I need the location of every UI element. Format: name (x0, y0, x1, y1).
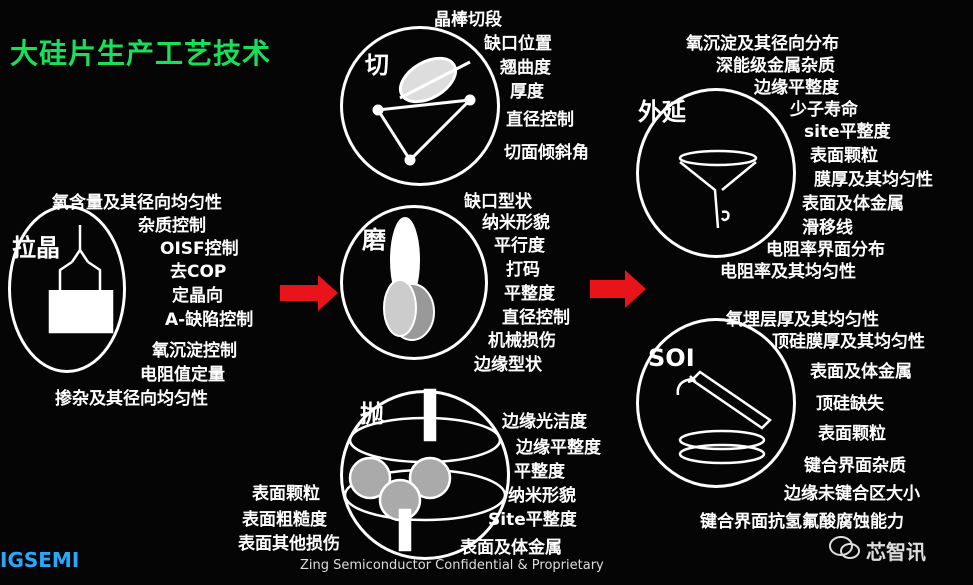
soi-item: 边缘未键合区大小 (784, 484, 920, 504)
grinding-item: 平整度 (504, 284, 555, 304)
stage-name-pulling: 拉晶 (12, 234, 60, 262)
soi-item: 键合界面杂质 (804, 456, 906, 476)
cutting-item: 直径控制 (506, 110, 574, 130)
grinding-item: 缺口型状 (464, 192, 532, 212)
epitaxy-item: 表面颗粒 (810, 146, 878, 166)
grinding-item: 平行度 (494, 236, 545, 256)
epitaxy-item: 氧沉淀及其径向分布 (686, 34, 839, 54)
polishing-pad-icon (343, 388, 507, 552)
pulling-item: 氧含量及其径向均匀性 (52, 193, 222, 213)
polishing-left-item: 表面颗粒 (252, 484, 320, 504)
stage-name-soi: SOI (648, 344, 695, 372)
epitaxy-item: site平整度 (804, 122, 891, 142)
soi-item: 氧埋层厚及其均匀性 (726, 310, 879, 330)
polishing-right-item: 平整度 (514, 462, 565, 482)
pulling-item: OISF控制 (160, 239, 239, 259)
grinding-wheel-icon (383, 217, 435, 341)
epitaxy-item: 膜厚及其均匀性 (814, 170, 933, 190)
ingot-saw-icon (372, 56, 476, 166)
pulling-item: 杂质控制 (138, 216, 206, 236)
stage-name-grinding: 磨 (362, 226, 386, 254)
pulling-circle (8, 205, 126, 373)
pulling-item: 掺杂及其径向均匀性 (55, 389, 208, 409)
polishing-right-item: 边缘光洁度 (502, 412, 587, 432)
epitaxy-item: 边缘平整度 (754, 78, 839, 98)
crucible-icon (48, 225, 114, 334)
polishing-left-item: 表面其他损伤 (238, 534, 340, 554)
polishing-right-item: 纳米形貌 (508, 486, 576, 506)
grinding-item: 打码 (506, 260, 540, 280)
epitaxy-item: 少子寿命 (790, 100, 858, 120)
soi-item: 顶硅缺失 (816, 394, 884, 414)
cutting-item: 厚度 (510, 82, 544, 102)
epitaxy-circle (636, 88, 796, 258)
stage-name-polishing: 抛 (360, 400, 384, 428)
flow-arrow-2 (590, 270, 646, 308)
footer-text: Zing Semiconductor Confidential & Propri… (300, 558, 604, 573)
page-title: 大硅片生产工艺技术 (10, 37, 272, 70)
pulling-item: 氧沉淀控制 (152, 341, 237, 361)
brand-logo: IGSEMI (0, 548, 80, 572)
epitaxy-item: 滑移线 (802, 218, 853, 238)
watermark-text: 芯智讯 (866, 540, 926, 564)
cutting-circle (340, 26, 500, 186)
epitaxy-item: 电阻率界面分布 (766, 240, 885, 260)
wechat-icon (829, 536, 860, 559)
grinding-item: 边缘型状 (474, 355, 542, 375)
stage-name-cutting: 切 (365, 51, 389, 79)
soi-item: 键合界面抗氢氟酸腐蚀能力 (700, 512, 904, 532)
polishing-right-item: Site平整度 (488, 510, 577, 530)
grinding-item: 直径控制 (502, 308, 570, 328)
epitaxy-reactor-icon (678, 149, 758, 229)
soi-item: 表面及体金属 (810, 362, 912, 382)
soi-item: 顶硅膜厚及其均匀性 (772, 332, 925, 352)
polishing-left-item: 表面粗糙度 (242, 510, 327, 530)
cutting-item: 晶棒切段 (434, 10, 502, 30)
grinding-item: 纳米形貌 (482, 213, 550, 233)
flow-arrow-1 (280, 275, 338, 311)
grinding-circle (340, 205, 488, 360)
cutting-item: 切面倾斜角 (504, 143, 589, 163)
cutting-item: 翘曲度 (500, 58, 551, 78)
soi-circle (636, 318, 796, 488)
epitaxy-item: 深能级金属杂质 (716, 56, 835, 76)
soi-wafer-icon (676, 370, 772, 465)
polishing-right-item: 边缘平整度 (516, 438, 601, 458)
pulling-item: 定晶向 (172, 286, 223, 306)
epitaxy-item: 表面及体金属 (802, 194, 904, 214)
epitaxy-item: 电阻率及其均匀性 (720, 262, 856, 282)
polishing-right-item: 表面及体金属 (460, 538, 562, 558)
pulling-item: 去COP (170, 262, 227, 282)
grinding-item: 机械损伤 (488, 331, 556, 351)
cutting-item: 缺口位置 (484, 34, 552, 54)
pulling-item: A-缺陷控制 (165, 310, 254, 330)
pulling-item: 电阻值定量 (140, 365, 225, 385)
stage-name-epitaxy: 外延 (638, 98, 686, 126)
soi-item: 表面颗粒 (818, 424, 886, 444)
